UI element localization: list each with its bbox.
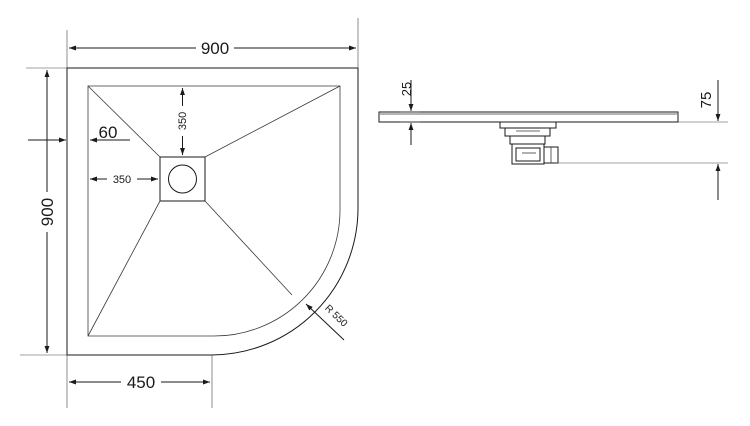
slope-line-nw	[87, 85, 161, 158]
radius-label: R 550	[322, 303, 349, 330]
drain-offset-y-label: 350	[177, 112, 189, 130]
rim-label: 60	[99, 123, 118, 142]
thickness-label: 25	[399, 82, 414, 96]
tray-outer-outline	[66, 67, 359, 356]
slope-line-se	[204, 200, 293, 296]
width-label: 900	[201, 39, 229, 58]
side-view: 25 75	[378, 80, 728, 200]
drain-offset-x-label: 350	[113, 174, 131, 186]
drain-trap	[499, 121, 559, 165]
plan-view: 900 900 60 350 350 450 R 550	[20, 18, 359, 408]
tray-slab	[378, 111, 679, 123]
straight-edge-label: 450	[127, 373, 155, 392]
depth-label: 900	[38, 198, 57, 226]
slope-line-sw	[87, 200, 161, 337]
drain-depth-label: 75	[698, 92, 715, 109]
slope-line-ne	[204, 85, 341, 158]
drain-circle	[168, 164, 197, 194]
drain-square	[159, 156, 206, 202]
radius-leader-line	[305, 303, 345, 341]
tray-inner-outline	[87, 85, 341, 337]
